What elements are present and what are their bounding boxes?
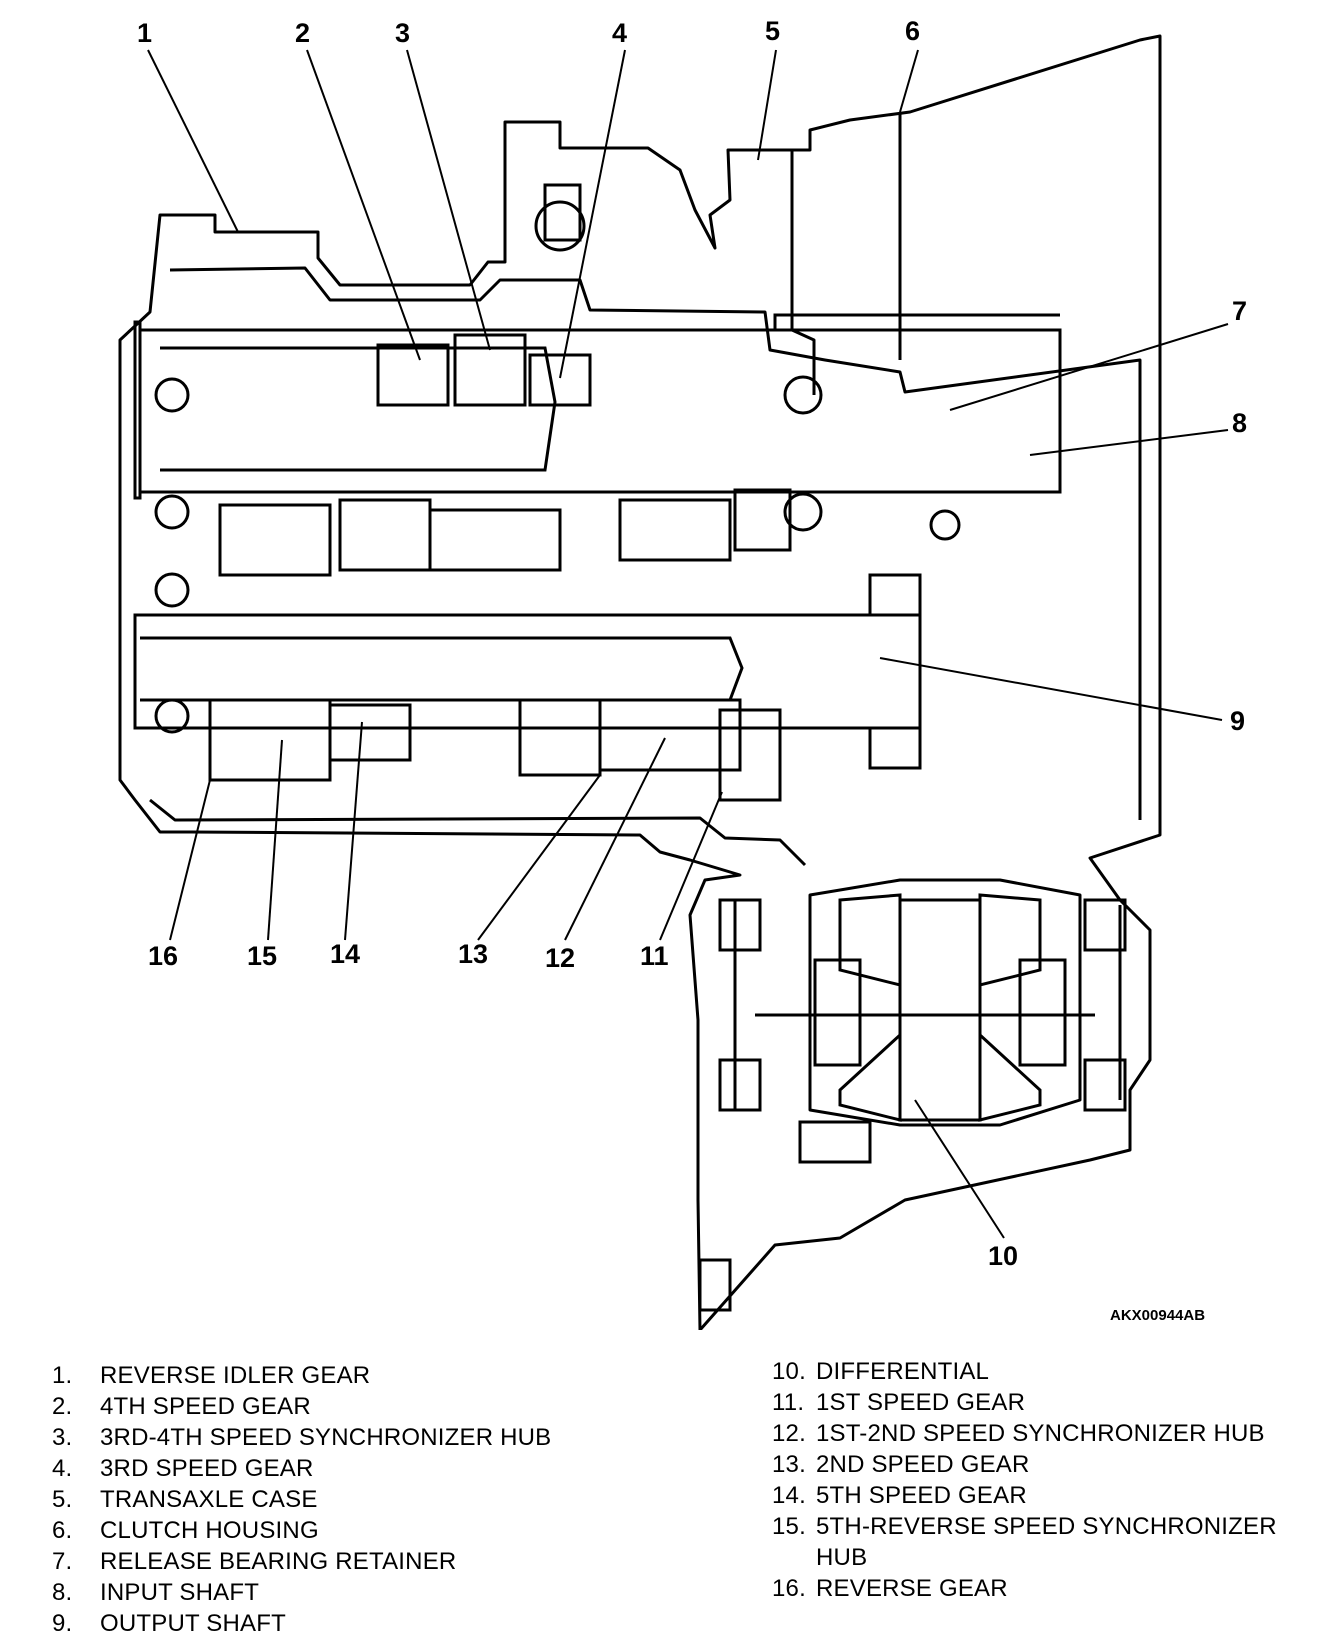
legend-item: 13. 2ND SPEED GEAR — [772, 1449, 1332, 1480]
legend-item: 11. 1ST SPEED GEAR — [772, 1387, 1332, 1418]
legend-label: 5TH-REVERSE SPEED SYNCHRONIZER HUB — [816, 1513, 1277, 1571]
legend-label: REVERSE GEAR — [816, 1575, 1008, 1602]
legend-number: 15. — [772, 1513, 806, 1540]
callout-6: 6 — [905, 16, 920, 46]
legend-number: 7. — [52, 1548, 73, 1575]
legend-number: 10. — [772, 1358, 806, 1385]
legend-item: 3. 3RD-4TH SPEED SYNCHRONIZER HUB — [52, 1422, 712, 1453]
legend-item: 7. RELEASE BEARING RETAINER — [52, 1546, 712, 1577]
diagram-code: AKX00944AB — [1110, 1307, 1205, 1324]
callout-1: 1 — [137, 18, 152, 48]
callout-15: 15 — [247, 941, 277, 971]
callout-11: 11 — [640, 941, 669, 971]
legend-item: 4. 3RD SPEED GEAR — [52, 1453, 712, 1484]
legend-item: 10. DIFFERENTIAL — [772, 1356, 1332, 1387]
legend-number: 11. — [772, 1389, 805, 1416]
legend-label: CLUTCH HOUSING — [100, 1517, 319, 1544]
legend-item: 2. 4TH SPEED GEAR — [52, 1391, 712, 1422]
legend-label: 3RD SPEED GEAR — [100, 1455, 314, 1482]
legend-item: 15. 5TH-REVERSE SPEED SYNCHRONIZER HUB — [772, 1511, 1332, 1573]
callout-numbers: 1 2 3 4 5 6 7 8 9 10 11 12 13 14 15 16 — [137, 16, 1247, 1271]
legend-item: 12. 1ST-2ND SPEED SYNCHRONIZER HUB — [772, 1418, 1332, 1449]
legend-label: 3RD-4TH SPEED SYNCHRONIZER HUB — [100, 1424, 552, 1451]
legend-label: 2ND SPEED GEAR — [816, 1451, 1030, 1478]
legend-number: 12. — [772, 1420, 806, 1447]
legend-number: 14. — [772, 1482, 806, 1509]
legend-label: INPUT SHAFT — [100, 1579, 260, 1606]
legend-label: 1ST-2ND SPEED SYNCHRONIZER HUB — [816, 1420, 1265, 1447]
legend-label: 1ST SPEED GEAR — [816, 1389, 1026, 1416]
legend-item: 8. INPUT SHAFT — [52, 1577, 712, 1608]
legend-item: 9. OUTPUT SHAFT — [52, 1608, 712, 1639]
legend-label: RELEASE BEARING RETAINER — [100, 1548, 457, 1575]
legend-item: 6. CLUTCH HOUSING — [52, 1515, 712, 1546]
legend-number: 5. — [52, 1486, 73, 1513]
legend-item: 14. 5TH SPEED GEAR — [772, 1480, 1332, 1511]
legend-number: 6. — [52, 1517, 73, 1544]
legend-number: 4. — [52, 1455, 73, 1482]
legend-number: 13. — [772, 1451, 806, 1478]
gears — [208, 333, 922, 802]
housing-outline — [118, 34, 1162, 1330]
callout-2: 2 — [295, 18, 310, 48]
callout-9: 9 — [1230, 706, 1245, 736]
legend-number: 9. — [52, 1610, 73, 1637]
callout-7: 7 — [1232, 296, 1247, 326]
legend-left: 1. REVERSE IDLER GEAR 2. 4TH SPEED GEAR 3.… — [52, 1360, 712, 1639]
legend-label: 5TH SPEED GEAR — [816, 1482, 1027, 1509]
callout-5: 5 — [765, 16, 780, 46]
callout-14: 14 — [330, 939, 360, 969]
callout-16: 16 — [148, 941, 178, 971]
transaxle-cross-section-diagram: 1 2 3 4 5 6 7 8 9 10 11 12 13 14 15 16 A… — [118, 16, 1247, 1330]
callout-3: 3 — [395, 18, 410, 48]
legend-number: 3. — [52, 1424, 73, 1451]
legend-number: 2. — [52, 1393, 73, 1420]
legend-item: 16. REVERSE GEAR — [772, 1573, 1332, 1604]
legend-number: 1. — [52, 1362, 73, 1389]
legend-label: OUTPUT SHAFT — [100, 1610, 286, 1637]
leader-lines — [147, 49, 1229, 1239]
callout-8: 8 — [1232, 408, 1247, 438]
bearings — [154, 183, 961, 734]
legend-item: 5. TRANSAXLE CASE — [52, 1484, 712, 1515]
legend-number: 16. — [772, 1575, 806, 1602]
legend-label: DIFFERENTIAL — [816, 1358, 990, 1385]
differential-gears — [698, 893, 1127, 1312]
legend-label: REVERSE IDLER GEAR — [100, 1362, 371, 1389]
callout-4: 4 — [612, 18, 627, 48]
legend-item: 1. REVERSE IDLER GEAR — [52, 1360, 712, 1391]
callout-13: 13 — [458, 939, 488, 969]
callout-12: 12 — [545, 943, 575, 973]
legend-number: 8. — [52, 1579, 73, 1606]
legend-right: 10. DIFFERENTIAL 11. 1ST SPEED GEAR 12. 1ST… — [772, 1356, 1332, 1604]
legend-label: TRANSAXLE CASE — [100, 1486, 318, 1513]
legend-label: 4TH SPEED GEAR — [100, 1393, 311, 1420]
callout-10: 10 — [988, 1241, 1018, 1271]
